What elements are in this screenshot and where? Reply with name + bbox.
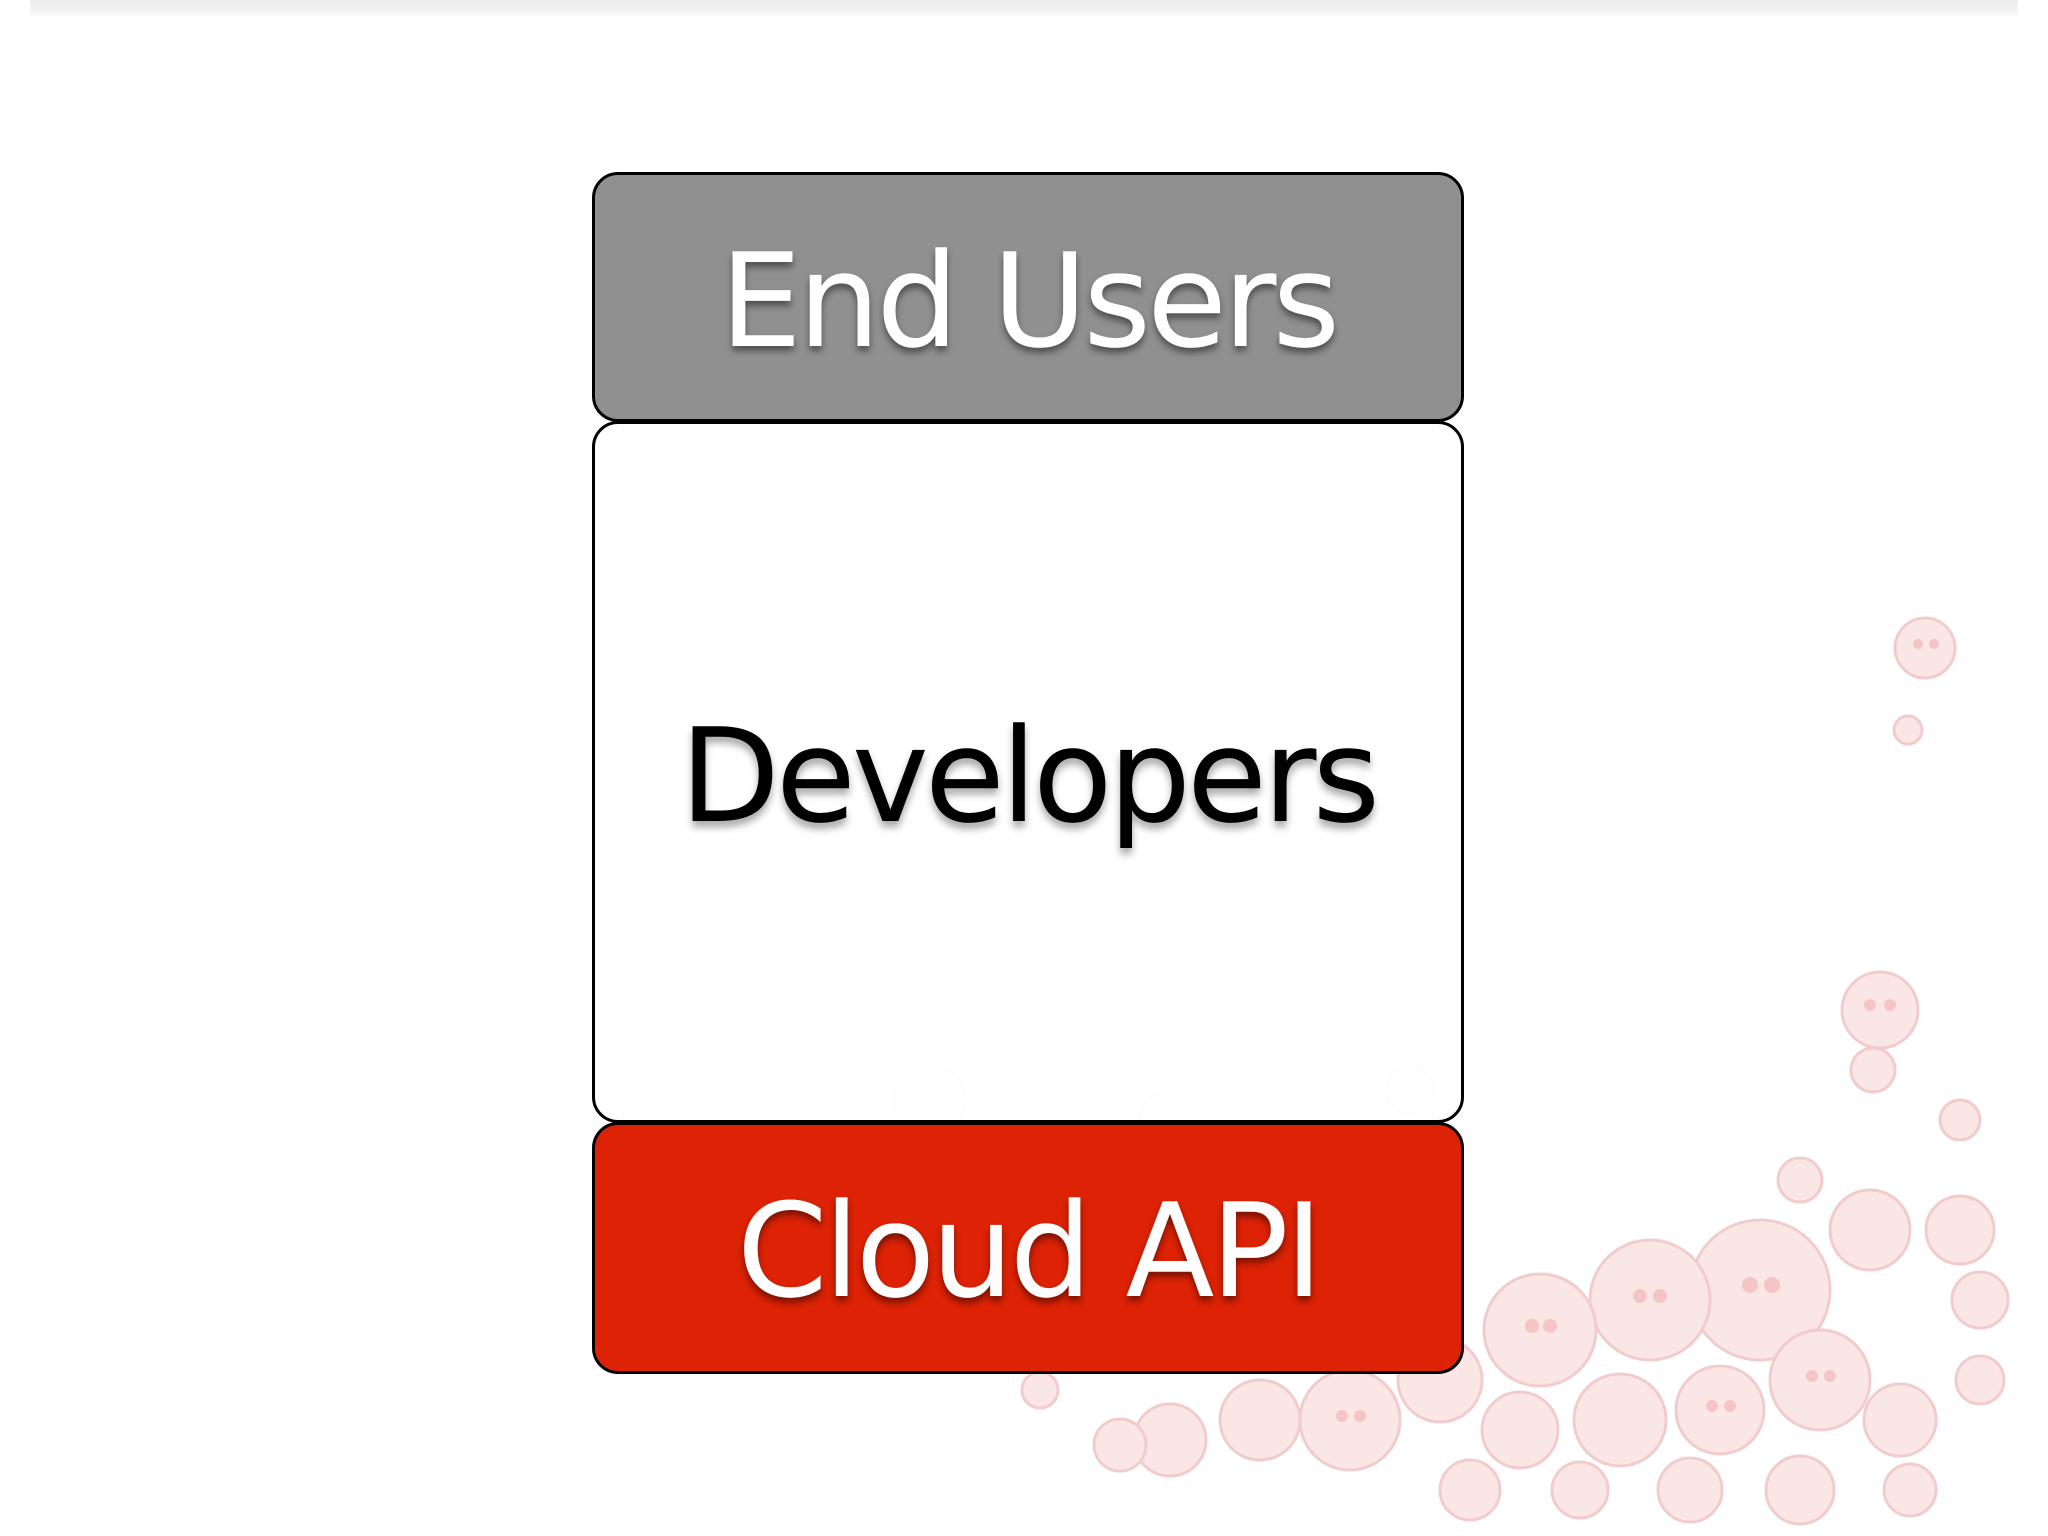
top-shade-bar	[30, 0, 2018, 18]
end-users-layer: End Users	[592, 172, 1464, 422]
cloud-api-label: Cloud API	[736, 1175, 1323, 1327]
developers-layer: Developers	[592, 421, 1464, 1123]
cloud-api-layer: Cloud API	[592, 1122, 1464, 1374]
end-users-label: End Users	[719, 225, 1340, 377]
developers-label: Developers	[679, 700, 1380, 852]
